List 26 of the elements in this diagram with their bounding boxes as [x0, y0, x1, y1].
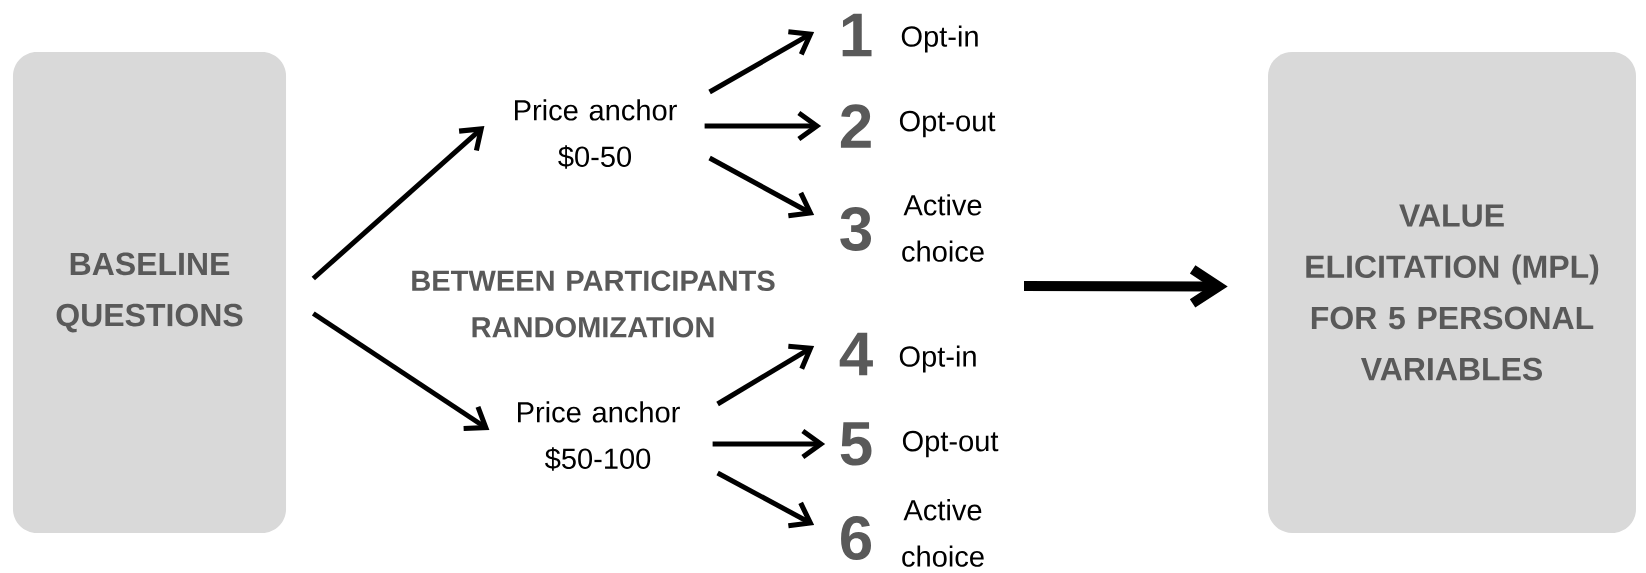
rounded-box: BASELINE QUESTIONS: [13, 51, 287, 533]
arrow: [1024, 265, 1228, 308]
option-number: 1: [842, 13, 872, 57]
option-label: Active choice: [902, 499, 984, 567]
option-number: 6: [841, 516, 871, 560]
option-number: 3: [840, 207, 871, 251]
option-number: 2: [840, 104, 871, 148]
arrow: [716, 343, 815, 407]
option-label: Opt-out: [899, 110, 996, 138]
randomization-label: BETWEEN PARTICIPANTS RANDOMIZATION: [412, 270, 775, 338]
option-label: Opt-in: [901, 25, 978, 53]
arrow: [712, 428, 826, 460]
arrow: [708, 155, 815, 219]
price-anchor-text: Price anchor $0-50: [515, 99, 677, 169]
option-number: 5: [840, 422, 872, 466]
option-number: 4: [839, 332, 873, 376]
arrow: [311, 126, 485, 281]
arrow: [708, 29, 815, 95]
arrow: [704, 110, 822, 142]
option-label: Opt-in: [899, 345, 976, 373]
option-label: Opt-out: [902, 430, 999, 458]
price-anchor-text: Price anchor $50-100: [518, 401, 680, 471]
rounded-box: VALUE ELICITATION (MPL) FOR 5 PERSONAL VARIABLES: [1268, 51, 1636, 533]
option-label: Active choice: [902, 194, 984, 262]
arrow: [311, 311, 490, 432]
arrow: [716, 470, 815, 529]
